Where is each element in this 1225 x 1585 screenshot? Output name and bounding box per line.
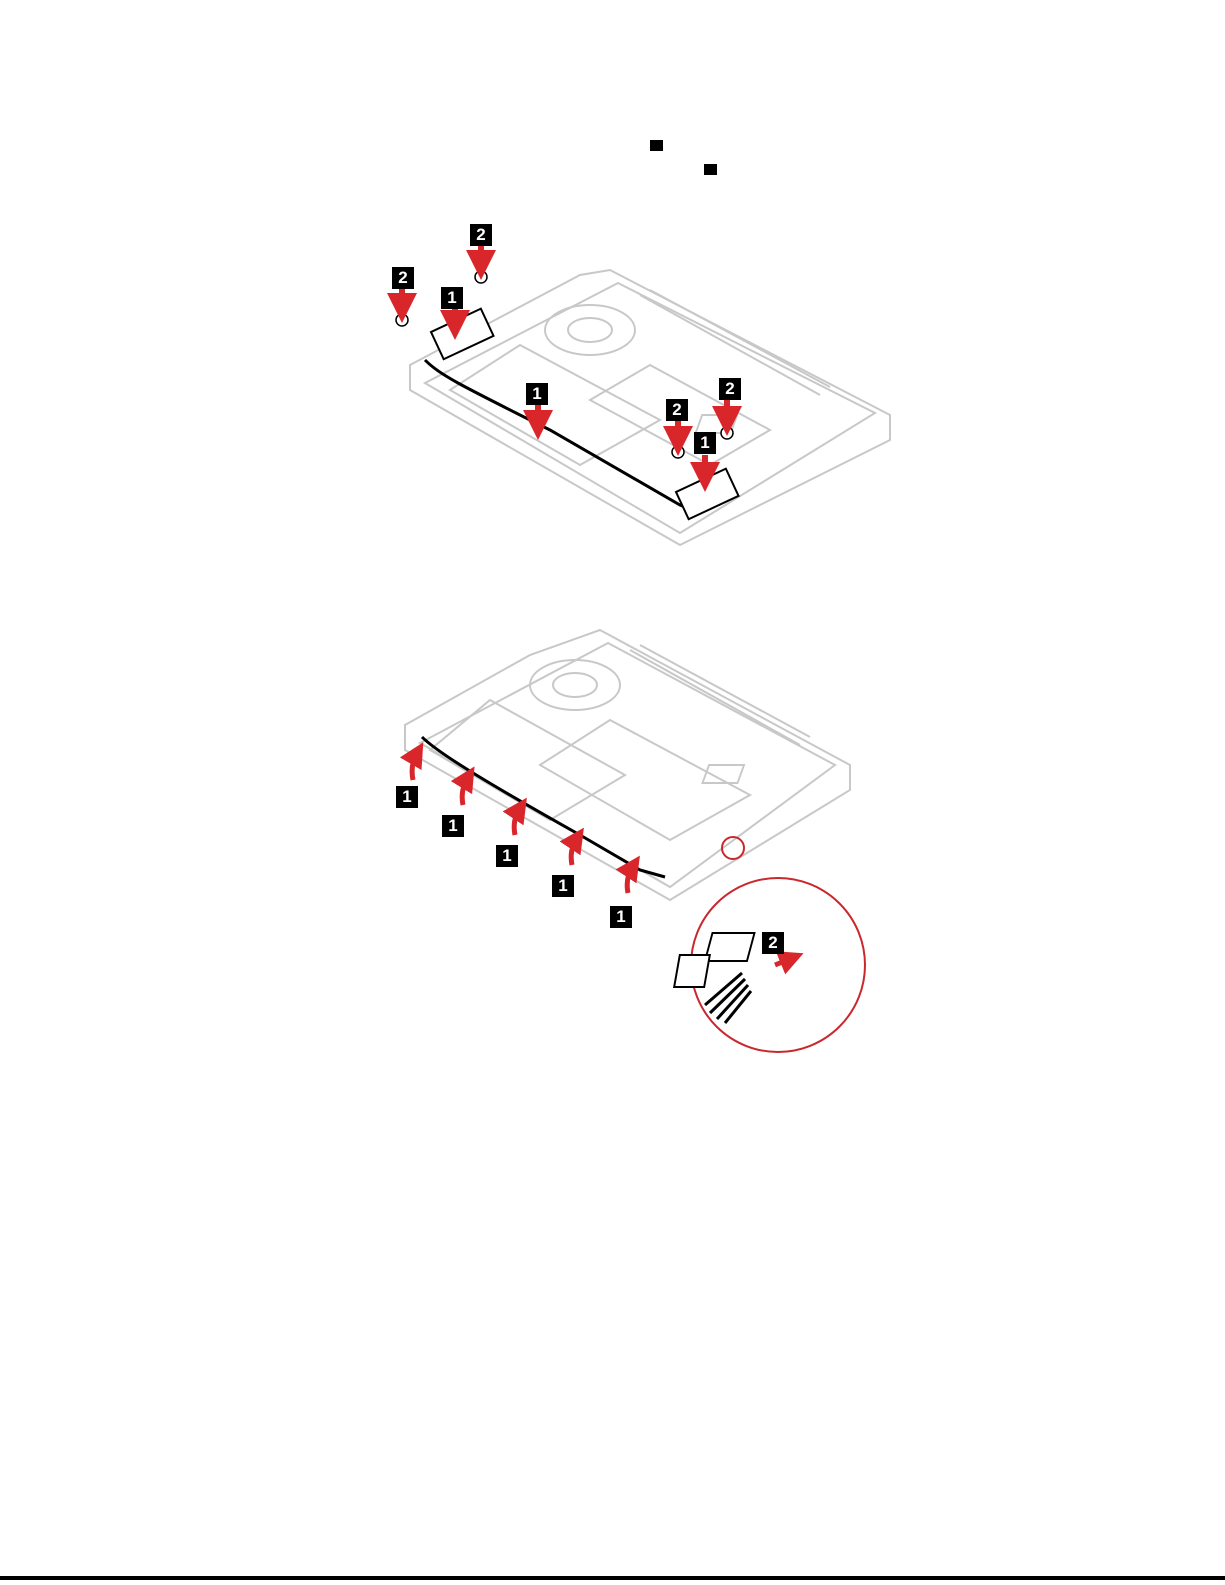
callout-lift-2: 1 [442,815,464,837]
step-1-marker-icon [650,140,663,151]
callout-lift-3: 1 [496,845,518,867]
callout-screw-top: 2 [470,224,492,246]
callout-lift-4: 1 [552,875,574,897]
callout-speaker-left: 1 [441,287,463,309]
step-2-marker-icon [704,164,717,175]
callout-screw-right-a: 2 [666,399,688,421]
figure-speaker-removal [380,215,900,555]
callout-lift-5: 1 [610,906,632,928]
callout-speaker-right: 1 [694,432,716,454]
callout-screw-right-b: 2 [719,378,741,400]
speaker-cable-2 [422,737,665,877]
red-arrows [402,243,727,477]
figure-cable-disconnect [380,625,880,1055]
footer-rule [0,1576,1225,1580]
callout-connector: 2 [762,932,784,954]
callout-screw-left: 2 [392,267,414,289]
callout-cable: 1 [526,383,548,405]
laptop-base-drawing-2 [405,630,850,900]
callout-lift-1: 1 [396,786,418,808]
